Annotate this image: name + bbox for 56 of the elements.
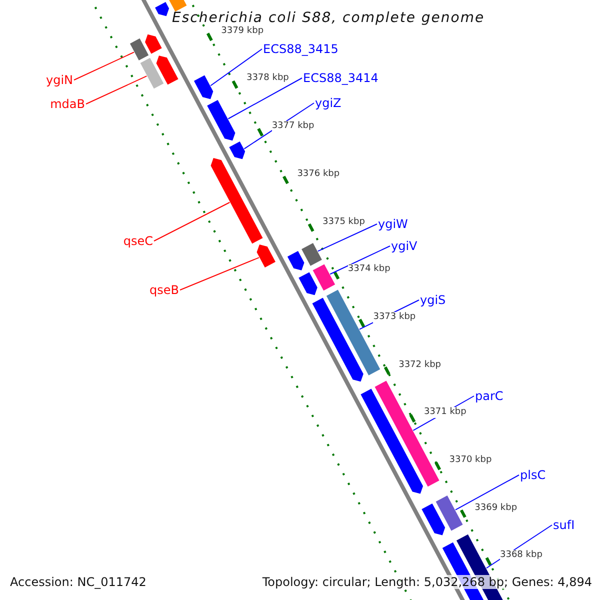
gene-label: ygiN: [46, 73, 73, 87]
accession-text: Accession: NC_011742: [10, 575, 146, 589]
gene-box: [434, 494, 464, 532]
gene-label: qseB: [150, 283, 179, 297]
leader-line: [86, 76, 148, 104]
gene-box: [138, 56, 165, 90]
leader-line: [154, 202, 230, 242]
gene-box: [168, 0, 188, 13]
leader-line: [210, 48, 262, 86]
leader-line: [454, 474, 520, 510]
scale-label: 3371 kbp: [424, 407, 466, 418]
gene-label: sufI: [553, 518, 575, 532]
leader-line: [180, 257, 260, 290]
gene-segment: [154, 0, 170, 18]
gene-label: ygiZ: [315, 96, 342, 110]
gene-segment: [210, 156, 264, 245]
gene-segment: [155, 54, 180, 86]
gene-segment: [206, 98, 236, 142]
gene-label: ygiW: [378, 217, 408, 231]
scale-label: 3370 kbp: [449, 454, 492, 466]
leader-line: [228, 78, 302, 120]
gene-segment: [256, 243, 277, 269]
gene-segment: [420, 502, 446, 536]
scale-label: 3372 kbp: [398, 360, 441, 371]
gene-segment: [297, 270, 318, 296]
gene-box: [128, 37, 150, 62]
scale-label: 3377 kbp: [272, 121, 314, 132]
gene-label: mdaB: [50, 97, 85, 111]
gene-segment: [286, 250, 306, 272]
gene-label: parC: [475, 389, 504, 403]
scale-label: 3376 kbp: [297, 168, 340, 180]
gene-label: ECS88_3414: [303, 71, 378, 85]
gene-box: [300, 242, 324, 268]
title: Escherichia coli S88, complete genome: [172, 11, 485, 25]
gene-label: ECS88_3415: [263, 42, 338, 56]
scale-label: 3368 kbp: [500, 550, 542, 562]
gene-segment: [192, 74, 214, 100]
gene-box: [311, 262, 336, 292]
scale-label: 3375 kbp: [322, 216, 365, 228]
leader-line: [74, 52, 134, 80]
scale-label: 3369 kbp: [474, 502, 518, 514]
genome-info-text: Topology: circular; Length: 5,032,268 bp; Genes: 4,894: [262, 575, 592, 589]
scale-label: 3373 kbp: [373, 312, 416, 323]
gene-segment: [228, 140, 246, 160]
leader-line: [317, 224, 378, 252]
gene-segment: [310, 296, 364, 383]
gene-label: qseC: [123, 234, 153, 248]
gene-label: ygiS: [420, 293, 446, 307]
scale-label: 3379 kbp: [221, 26, 264, 37]
gene-label: plsC: [520, 468, 546, 482]
scale-label: 3374 kbp: [348, 264, 390, 276]
gene-segment: [359, 387, 424, 495]
gene-segment: [144, 33, 164, 56]
leader-line: [330, 246, 390, 275]
scale-label: 3378 kbp: [246, 73, 289, 84]
gene-label: ygiV: [391, 239, 418, 253]
